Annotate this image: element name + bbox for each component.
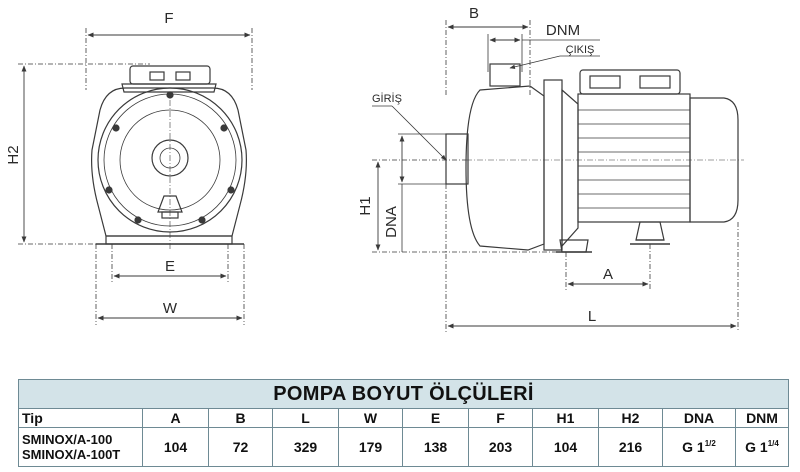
side-view [372,20,744,332]
cell-F: 203 [468,427,533,467]
dnm-thread: G 1 [745,439,768,455]
label-E: E [165,258,175,275]
model-name-1: SMINOX/A-100 [22,432,113,447]
pump-dimension-drawing: F H2 E W B DNM ÇIKIŞ GİRİŞ H1 DNA A L [5,5,744,332]
label-W: W [163,300,178,317]
label-giris: GİRİŞ [372,92,402,105]
front-view [18,28,253,325]
cell-B: 72 [208,427,273,467]
model-name-2: SMINOX/A-100T [22,447,121,462]
header-tip: Tip [18,408,143,428]
cell-H2: 216 [598,427,663,467]
table-row: SMINOX/A-100 SMINOX/A-100T 104 72 329 17… [18,427,790,467]
header-L: L [272,408,339,428]
label-H2: H2 [5,145,22,164]
header-DNM: DNM [734,408,790,428]
cell-DNA: G 11/2 [662,427,736,467]
header-H1: H1 [532,408,599,428]
label-H1: H1 [357,196,374,215]
label-DNA: DNA [383,206,400,238]
header-W: W [338,408,403,428]
table-header-row: Tip A B L W E F H1 H2 DNA DNM [18,408,790,428]
dimension-table: POMPA BOYUT ÖLÇÜLERİ Tip A B L W E F H1 … [17,379,790,467]
label-B: B [469,5,479,22]
cell-H1: 104 [532,427,599,467]
dna-thread-fraction: 1/2 [704,439,716,448]
header-A: A [142,408,209,428]
cell-W: 179 [338,427,403,467]
cell-E: 138 [402,427,469,467]
cell-L: 329 [272,427,339,467]
label-cikis: ÇIKIŞ [566,44,595,56]
cell-A: 104 [142,427,209,467]
label-L: L [588,308,596,325]
header-B: B [208,408,273,428]
label-A: A [603,266,613,283]
header-E: E [402,408,469,428]
cell-DNM: G 11/4 [734,427,790,467]
label-F: F [164,10,173,27]
dnm-thread-fraction: 1/4 [767,439,779,448]
header-DNA: DNA [662,408,736,428]
header-H2: H2 [598,408,663,428]
label-DNM: DNM [546,22,580,39]
dna-thread: G 1 [682,439,705,455]
header-F: F [468,408,533,428]
table-title: POMPA BOYUT ÖLÇÜLERİ [17,379,790,409]
cell-model: SMINOX/A-100 SMINOX/A-100T [18,427,143,467]
